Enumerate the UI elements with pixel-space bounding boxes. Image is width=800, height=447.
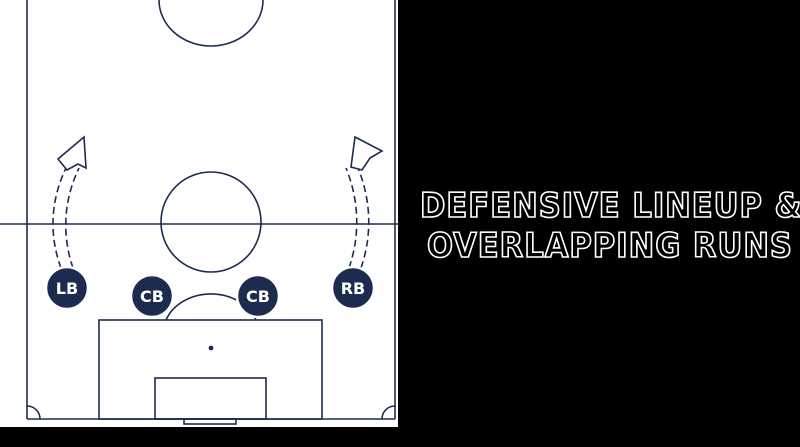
player-label: CB: [246, 287, 270, 306]
player-label: RB: [341, 279, 366, 298]
title-line-2: OVERLAPPING RUNS: [426, 225, 793, 267]
penalty-spot: [208, 345, 214, 351]
player-left-back: LB: [44, 265, 90, 311]
arrow-head-right: [350, 135, 384, 171]
player-label: CB: [140, 287, 164, 306]
top-center-circle: [158, 0, 264, 47]
run-arrow-left-back: [52, 167, 80, 269]
player-token: [44, 265, 90, 311]
diagram-title: DEFENSIVE LINEUP & OVERLAPPING RUNS: [419, 185, 800, 267]
player-right-back: RB: [330, 265, 376, 311]
player-center-back-right: CB: [235, 273, 281, 319]
run-arrow-right-back: [345, 167, 370, 269]
player-label: LB: [56, 279, 78, 298]
center-circle: [160, 171, 262, 273]
corner-arc-left: [26, 405, 41, 420]
pitch: [0, 0, 398, 427]
goal: [183, 418, 237, 425]
arrow-head-left: [56, 135, 87, 172]
player-token: [235, 273, 281, 319]
player-center-back-left: CB: [129, 273, 175, 319]
player-token: [330, 265, 376, 311]
player-token: [129, 273, 175, 319]
title-line-1: DEFENSIVE LINEUP &: [419, 185, 800, 227]
corner-arc-right: [381, 405, 396, 420]
